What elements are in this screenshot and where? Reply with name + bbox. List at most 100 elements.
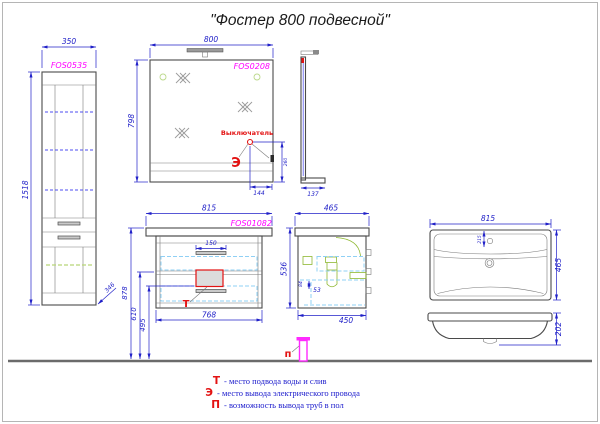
sink-drain-inner	[486, 260, 493, 266]
switch-point	[246, 138, 254, 146]
dim-switch-height: 260	[283, 158, 289, 167]
vanity-drawer-inner-bottom	[160, 285, 258, 302]
dim-vanity-height: 536	[280, 262, 289, 277]
vanity-drawer-inner-top	[160, 256, 258, 271]
dim-sink-depth: 465	[554, 258, 563, 273]
vanity-front-view: Т FOS01082 150 815 768 878 610 495	[121, 204, 273, 360]
vanity-side-fittings	[302, 237, 367, 288]
cabinet-dimensions: 350 1518 346	[21, 37, 117, 306]
sink-drain-outer	[484, 258, 495, 268]
sink-front-view: 202	[427, 312, 563, 346]
vanity-side-dimensions: 53 84 465 536 450	[280, 204, 370, 325]
mirror-front-view: FOS0208 Выключатель Э 260 144 800 798	[127, 35, 289, 197]
mirror-lamp	[186, 48, 224, 53]
mirror-side-profile	[300, 56, 307, 181]
vanity-code-label: FOS01082	[231, 219, 272, 228]
switch-leader-to-marker	[238, 143, 249, 158]
switch-leader-to-unit	[251, 143, 270, 159]
mirror-dimensions: 800 798	[127, 35, 274, 183]
cabinet-drawer-handle-bottom	[57, 235, 81, 240]
legend-text-electric: - место вывода электрического провода	[217, 388, 360, 398]
dim-vanity-cutout: 150	[205, 240, 217, 247]
vanity-handle-top	[195, 251, 227, 255]
legend-key-floor: П	[211, 399, 220, 411]
dim-vanity-depth: 465	[324, 204, 339, 213]
mirror-code-label: FOS0208	[234, 62, 270, 71]
sink-front-lip	[427, 312, 553, 322]
cabinet-outline	[41, 71, 97, 306]
vanity-side-brackets	[365, 249, 372, 294]
vanity-side-countertop	[294, 227, 370, 237]
sink-outer-rim	[429, 229, 552, 301]
floor-pipe-body	[298, 339, 308, 362]
mirror-side-shelf	[300, 177, 326, 184]
mirror-mount-mark-right	[253, 73, 261, 81]
legend-text-water: - место подвода воды и слив	[224, 376, 327, 386]
drawing-title: "Фостер 800 подвесной"	[210, 12, 391, 29]
dim-vanity-width: 815	[202, 204, 217, 213]
legend-key-water: Т	[213, 375, 221, 387]
sink-front-body	[431, 320, 549, 340]
sink-inner-rim	[433, 233, 548, 297]
mirror-mount-mark-left	[159, 73, 167, 81]
dim-vanity-drain-height: 495	[139, 318, 147, 332]
mirror-side-red-mark	[301, 58, 304, 63]
switch-dimensions: 260 144	[249, 141, 289, 197]
dim-sink-height: 202	[554, 322, 563, 337]
switch-label: Выключатель	[221, 129, 273, 137]
dim-vanity-top-height: 878	[121, 286, 129, 300]
floor-pipe-cap	[296, 337, 310, 341]
mirror-side-view: 137	[300, 50, 326, 198]
mirror-outline	[149, 59, 274, 183]
legend: Т - место подвода воды и слив Э - место …	[205, 375, 360, 411]
vanity-side-clearances	[300, 256, 365, 306]
sink-top-view: 215 815 465	[429, 214, 563, 301]
sink-front-dimension: 202	[499, 312, 563, 346]
legend-text-floor: - возможность вывода труб в пол	[224, 400, 344, 410]
sink-faucet-hole	[486, 238, 493, 245]
mirror-lamp-stem	[202, 51, 208, 58]
dim-cabinet-depth: 346	[103, 281, 116, 294]
vanity-handle-bottom	[195, 289, 227, 293]
dim-vanity-gap: 53	[313, 287, 321, 294]
water-marker-leader	[189, 286, 208, 303]
cabinet-front-view: 350 1518 346 FOS0535	[21, 37, 117, 306]
cabinet-drawer-handle-top	[57, 221, 81, 226]
mirror-side-dimension: 137	[300, 186, 326, 198]
sink-ledge-curve	[433, 249, 548, 255]
dim-vanity-body-width: 768	[202, 311, 217, 320]
sink-front-drain	[483, 338, 497, 344]
dim-vanity-small: 84	[298, 281, 304, 287]
mirror-side-lamp-head	[313, 50, 319, 54]
vanity-side-view: 53 84 465 536 450	[280, 204, 372, 325]
dim-cabinet-height: 1518	[21, 180, 30, 199]
cabinet-panels	[42, 84, 96, 294]
dim-mirror-depth: 137	[307, 191, 319, 198]
cabinet-shelf-dashed-lines	[45, 111, 93, 191]
vanity-countertop	[145, 227, 273, 237]
vanity-siphon-cutout	[195, 269, 224, 288]
dim-vanity-body-depth: 450	[339, 316, 354, 325]
mirror-switch-unit	[270, 155, 274, 162]
water-marker: Т	[183, 299, 190, 310]
mirror-glass-sparkles	[174, 72, 253, 139]
floor-pipe-symbol: п	[285, 337, 310, 362]
dim-cabinet-width: 350	[62, 37, 77, 46]
electric-marker: Э	[231, 156, 241, 171]
sink-top-dimensions: 215 815 465	[429, 214, 563, 301]
dim-mirror-height: 798	[127, 114, 136, 129]
vanity-body	[155, 235, 263, 309]
dim-switch-offset: 144	[253, 190, 265, 197]
dim-vanity-mid-height: 610	[130, 307, 138, 321]
vanity-side-body	[297, 235, 367, 309]
floor-pipe-marker: п	[285, 349, 292, 360]
dim-sink-width: 815	[481, 214, 496, 223]
vanity-dimensions: 150 815 768 878 610 495	[121, 204, 273, 360]
sink-bowl-front-curve	[437, 286, 544, 294]
floor-pipe-leader	[291, 345, 300, 353]
dim-sink-faucet-offset: 215	[477, 235, 483, 244]
legend-key-electric: Э	[205, 387, 213, 399]
